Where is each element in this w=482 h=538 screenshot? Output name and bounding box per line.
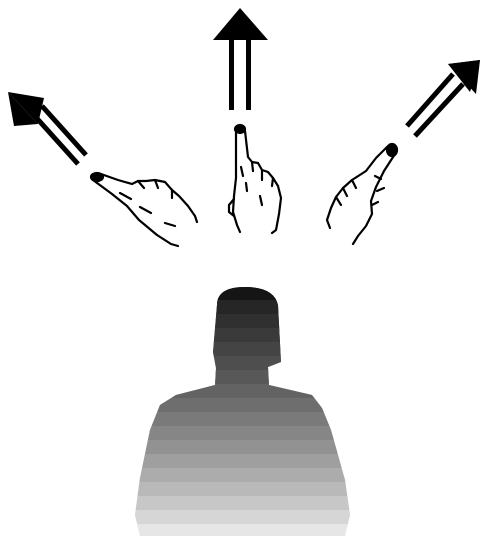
double-line-arrow-up-right-icon bbox=[407, 60, 480, 136]
double-line-arrow-up-left-icon bbox=[8, 92, 86, 164]
double-line-arrow-up-icon bbox=[213, 8, 268, 110]
pointing-hand-up-icon bbox=[229, 125, 281, 233]
pointing-hand-left-icon bbox=[91, 173, 197, 246]
pointing-hand-right-icon bbox=[327, 144, 397, 244]
person-silhouette-icon bbox=[130, 286, 355, 538]
